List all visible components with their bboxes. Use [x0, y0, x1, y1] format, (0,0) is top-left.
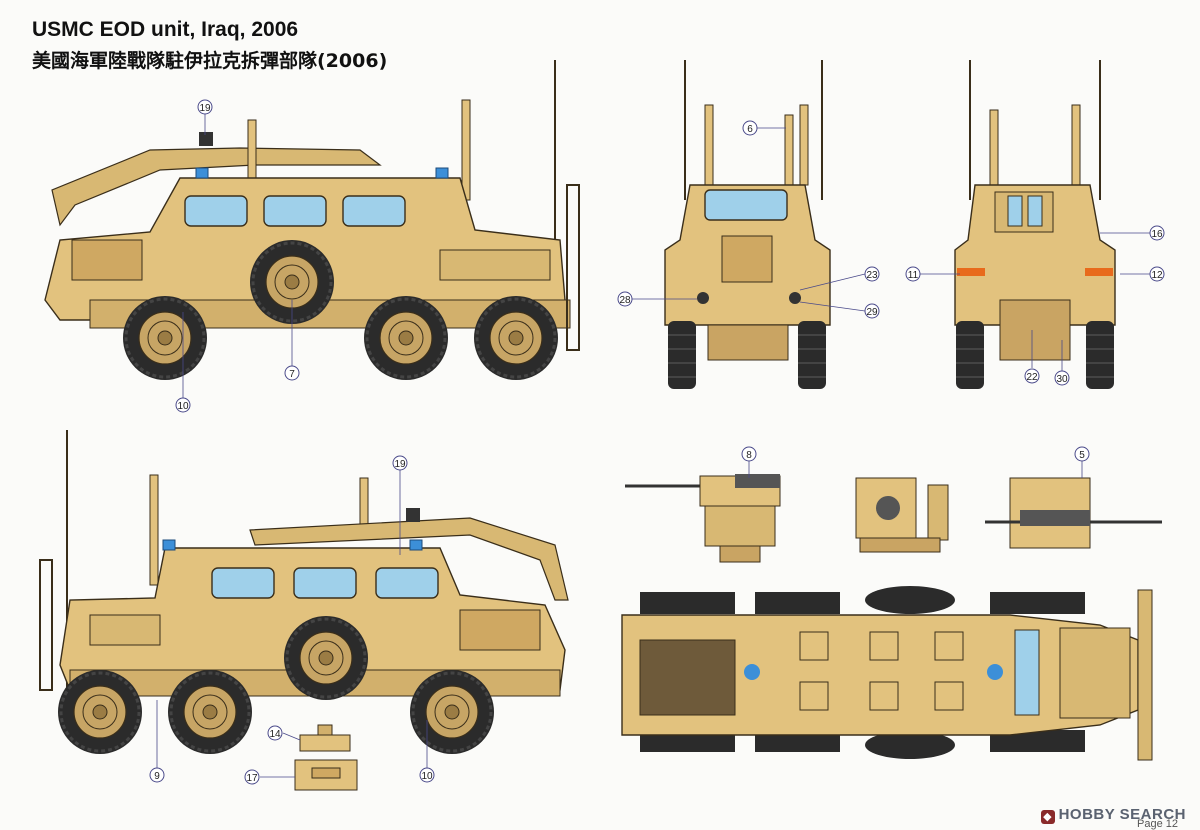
page-number: Page 12: [1137, 818, 1178, 830]
callout-8: 8: [746, 450, 752, 461]
callout-9: 9: [154, 771, 160, 782]
side-view-right: [39, 430, 569, 791]
watermark: ◆HOBBY SEARCH: [1040, 806, 1186, 824]
side-view-left: [44, 60, 580, 382]
front-view: [664, 60, 831, 390]
callout-23: 23: [866, 270, 878, 281]
top-view: [621, 586, 1153, 761]
hobby-search-logo-icon: ◆: [1040, 810, 1055, 824]
callout-6: 6: [747, 124, 753, 135]
callouts: [156, 114, 1150, 778]
callout-29: 29: [866, 307, 878, 318]
callout-17: 17: [246, 773, 258, 784]
watermark-text: HOBBY SEARCH: [1058, 806, 1186, 823]
callout-11: 11: [908, 270, 919, 281]
callout-28: 28: [619, 295, 631, 306]
rear-view: [954, 60, 1116, 390]
weapon-mount-views: [625, 474, 1162, 563]
callout-19-b: 19: [394, 459, 406, 470]
callout-16: 16: [1151, 229, 1163, 240]
callout-10: 10: [177, 401, 189, 412]
callout-19: 19: [199, 103, 211, 114]
callout-30: 30: [1056, 374, 1068, 385]
page-subtitle-chinese: 美國海軍陸戰隊駐伊拉克拆彈部隊(2006): [32, 50, 388, 72]
callout-5: 5: [1079, 450, 1085, 461]
page-title: USMC EOD unit, Iraq, 2006: [32, 18, 299, 41]
callout-14: 14: [269, 729, 281, 740]
callout-10-b: 10: [421, 771, 433, 782]
callout-7: 7: [289, 369, 295, 380]
callout-22: 22: [1026, 372, 1038, 383]
callout-12: 12: [1151, 270, 1163, 281]
